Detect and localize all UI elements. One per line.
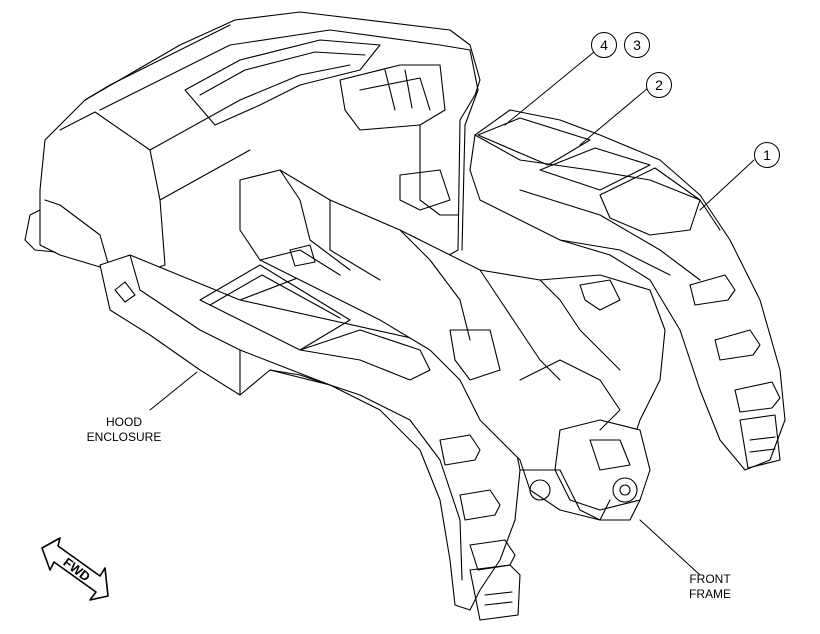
frame-label-line1: FRONT — [689, 572, 731, 586]
right-fender-deck — [469, 109, 786, 471]
leader-hood — [149, 371, 198, 411]
frame-label-line2: FRAME — [689, 587, 731, 601]
hood-label-line1: HOOD — [106, 415, 142, 429]
callout-2: 2 — [646, 72, 672, 98]
callout-3: 3 — [624, 32, 650, 58]
leader-2 — [579, 87, 649, 146]
leader-1 — [699, 159, 755, 211]
leader-lines — [149, 51, 755, 576]
fwd-arrow — [41, 537, 109, 601]
callout-4: 4 — [591, 32, 617, 58]
center-frame — [239, 169, 666, 521]
left-fender-deck — [99, 254, 521, 621]
leader-4 — [504, 51, 595, 126]
hood-enclosure-label: HOOD ENCLOSURE — [64, 415, 184, 445]
leader-frame — [639, 519, 701, 576]
callout-1: 1 — [754, 142, 780, 168]
front-frame-label: FRONT FRAME — [670, 572, 750, 602]
hood-label-line2: ENCLOSURE — [86, 430, 162, 444]
